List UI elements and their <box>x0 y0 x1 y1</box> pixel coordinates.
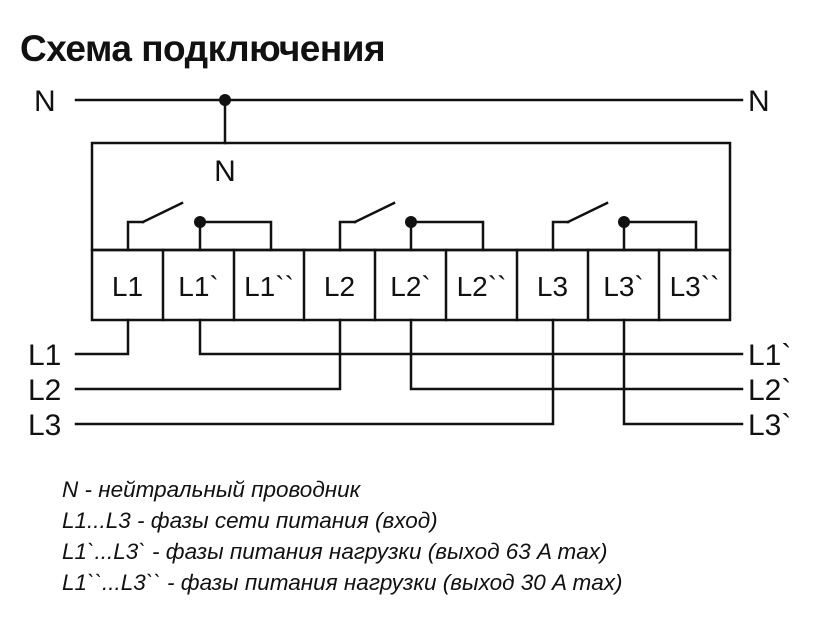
terminal-label: L1`` <box>244 271 294 302</box>
wire-l1-input <box>74 318 130 356</box>
legend-line-output-63a: L1`...L3` - фазы питания нагрузки (выход… <box>62 539 608 564</box>
output-line-label: L2` <box>748 374 791 407</box>
wire-l3-input <box>74 318 555 426</box>
input-line-label: L2 <box>28 374 61 407</box>
output-line-label: L1` <box>748 339 791 372</box>
terminal-label: L2`` <box>457 271 507 302</box>
neutral-label-left: N <box>34 85 56 118</box>
wire-l1-output <box>198 318 744 356</box>
wire-l2-input <box>74 318 342 391</box>
legend-line-neutral: N - нейтральный проводник <box>62 477 361 502</box>
junction-dot <box>219 94 231 106</box>
terminal-label: L3 <box>537 271 568 302</box>
terminal-label: L1` <box>178 271 218 302</box>
junction-dot <box>618 216 630 228</box>
terminal-label: L2` <box>390 271 430 302</box>
terminal-label: L3` <box>603 271 643 302</box>
relay-contact-3 <box>551 201 698 252</box>
relay-contact-1 <box>126 201 273 252</box>
wire-l2-output <box>409 318 744 391</box>
junction-dot <box>405 216 417 228</box>
output-line-label: L3` <box>748 409 791 442</box>
input-line-label: L3 <box>28 409 61 442</box>
neutral-label-drop: N <box>214 155 236 188</box>
legend-line-output-30a: L1``...L3`` - фазы питания нагрузки (вых… <box>62 570 623 595</box>
input-line-label: L1 <box>28 339 61 372</box>
neutral-label-right: N <box>748 85 770 118</box>
legend: N - нейтральный проводник L1...L3 - фазы… <box>62 474 622 598</box>
junction-dot <box>194 216 206 228</box>
terminal-label: L2 <box>324 271 355 302</box>
wire-l3-output <box>622 318 744 426</box>
terminal-label: L1 <box>112 271 143 302</box>
terminal-label: L3`` <box>670 271 720 302</box>
legend-line-input-phases: L1...L3 - фазы сети питания (вход) <box>62 508 438 533</box>
diagram-title: Схема подключения <box>20 28 386 69</box>
